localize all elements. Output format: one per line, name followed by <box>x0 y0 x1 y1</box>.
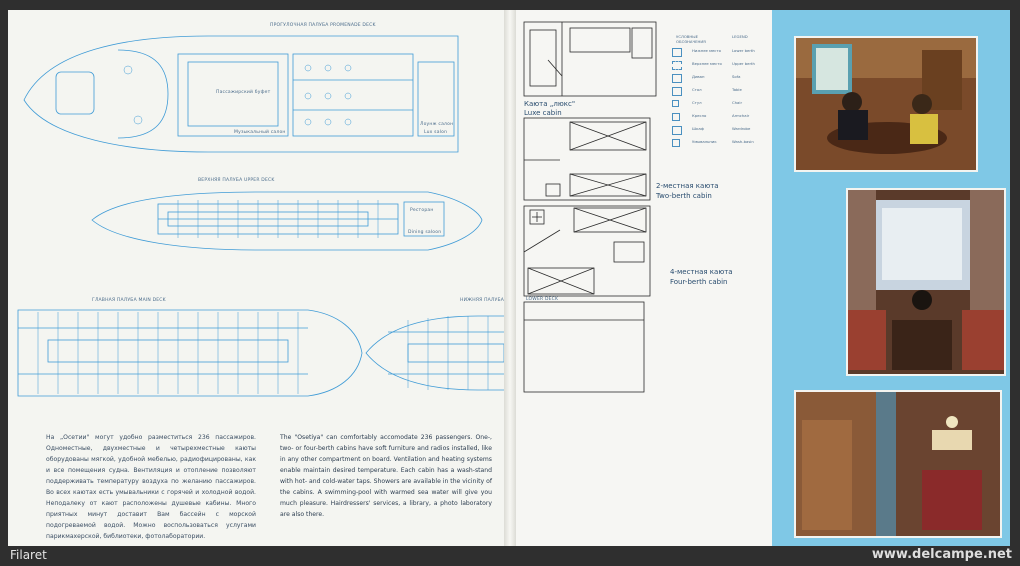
upper-room-label: Dining saloon <box>408 230 442 235</box>
legend-item-en: Chair <box>732 100 743 105</box>
cabin-photos <box>794 36 1006 538</box>
legend-row: Умывальник Wash-basin <box>670 137 766 150</box>
promenade-deck-label: ПРОГУЛОЧНАЯ ПАЛУБА PROMENADE DECK <box>270 23 376 28</box>
promenade-room-label: Пассажирский буфет <box>216 90 271 95</box>
wash-basin-icon <box>672 139 680 147</box>
legend-item-en: Sofa <box>732 74 741 79</box>
four-berth-cabin-photo <box>794 390 1002 538</box>
upper-deck-label: ВЕРХНЯЯ ПАЛУБА UPPER DECK <box>198 178 275 183</box>
legend: УСЛОВНЫЕ ОБОЗНАЧЕНИЯ LEGEND Нижнее место… <box>670 32 766 150</box>
cabin-plans-page: Каюта „люкс" Luxe cabin 2-местная каюта … <box>510 10 772 546</box>
legend-item-ru: Диван <box>692 74 705 79</box>
chair-icon <box>672 100 679 107</box>
promenade-room-label: Музыкальный салон <box>234 130 286 135</box>
legend-item-ru: Шкаф <box>692 126 704 131</box>
watermark-right: www.delcampe.net <box>871 547 1012 562</box>
legend-item-ru: Нижнее место <box>692 48 721 53</box>
legend-item-ru: Умывальник <box>692 139 717 144</box>
description-russian: На „Осетии" могут удобно разместиться 23… <box>46 434 256 540</box>
legend-row: Диван Sofa <box>670 72 766 85</box>
legend-row: Стул Chair <box>670 98 766 111</box>
two-berth-caption-ru: 2-местная каюта <box>656 182 719 190</box>
upper-room-label: Ресторан <box>410 208 434 213</box>
legend-row: Кресло Armchair <box>670 111 766 124</box>
legend-item-en: Wash-basin <box>732 139 754 144</box>
description-english: The "Osetiya" can comfortably accomodate… <box>280 434 492 518</box>
upper-berth-icon <box>672 61 682 70</box>
legend-row: Верхнее место Upper berth <box>670 59 766 72</box>
luxe-cabin-caption-en: Luxe cabin <box>524 109 562 117</box>
legend-item-ru: Стол <box>692 87 702 92</box>
legend-item-ru: Стул <box>692 100 702 105</box>
legend-item-en: Upper berth <box>732 61 755 66</box>
four-berth-caption-ru: 4-местная каюта <box>670 268 733 276</box>
deck-plans-page: ПРОГУЛОЧНАЯ ПАЛУБА PROMENADE DECK Пассаж… <box>8 10 508 546</box>
two-berth-cabin-photo <box>846 188 1006 376</box>
deck-plans-drawing <box>17 35 508 397</box>
promenade-room-label: Лоунж салон <box>420 122 454 127</box>
watermark-left: Filaret <box>10 548 47 562</box>
legend-item-ru: Верхнее место <box>692 61 722 66</box>
legend-item-en: Wardrobe <box>732 126 751 131</box>
cabin-plans-drawing <box>523 21 657 393</box>
legend-title-en: LEGEND <box>732 34 748 39</box>
luxe-cabin-caption-ru: Каюта „люкс" <box>524 100 576 108</box>
lower-berth-icon <box>672 48 682 57</box>
legend-item-en: Lower berth <box>732 48 755 53</box>
table-icon <box>672 87 682 96</box>
legend-row: Стол Table <box>670 85 766 98</box>
legend-title-ru: УСЛОВНЫЕ ОБОЗНАЧЕНИЯ <box>676 34 706 44</box>
lower-deck-label-en: LOWER DECK <box>526 297 559 302</box>
legend-item-ru: Кресло <box>692 113 707 118</box>
legend-row: Шкаф Wardrobe <box>670 124 766 137</box>
main-deck-label: ГЛАВНАЯ ПАЛУБА MAIN DECK <box>92 298 166 303</box>
wardrobe-icon <box>672 126 682 135</box>
legend-row: Нижнее место Lower berth <box>670 46 766 59</box>
armchair-icon <box>672 113 680 121</box>
sofa-icon <box>672 74 682 83</box>
legend-item-en: Armchair <box>732 113 750 118</box>
brochure-spread: ПРОГУЛОЧНАЯ ПАЛУБА PROMENADE DECK Пассаж… <box>8 10 1010 546</box>
four-berth-caption-en: Four-berth cabin <box>670 278 728 286</box>
legend-item-en: Table <box>732 87 742 92</box>
promenade-room-label: Lux salon <box>424 130 448 135</box>
photos-page <box>772 10 1010 546</box>
spine-gutter <box>504 10 516 546</box>
lower-deck-label-ru: НИЖНЯЯ ПАЛУБА <box>460 298 505 303</box>
luxe-cabin-photo <box>794 36 978 172</box>
two-berth-caption-en: Two-berth cabin <box>656 192 712 200</box>
